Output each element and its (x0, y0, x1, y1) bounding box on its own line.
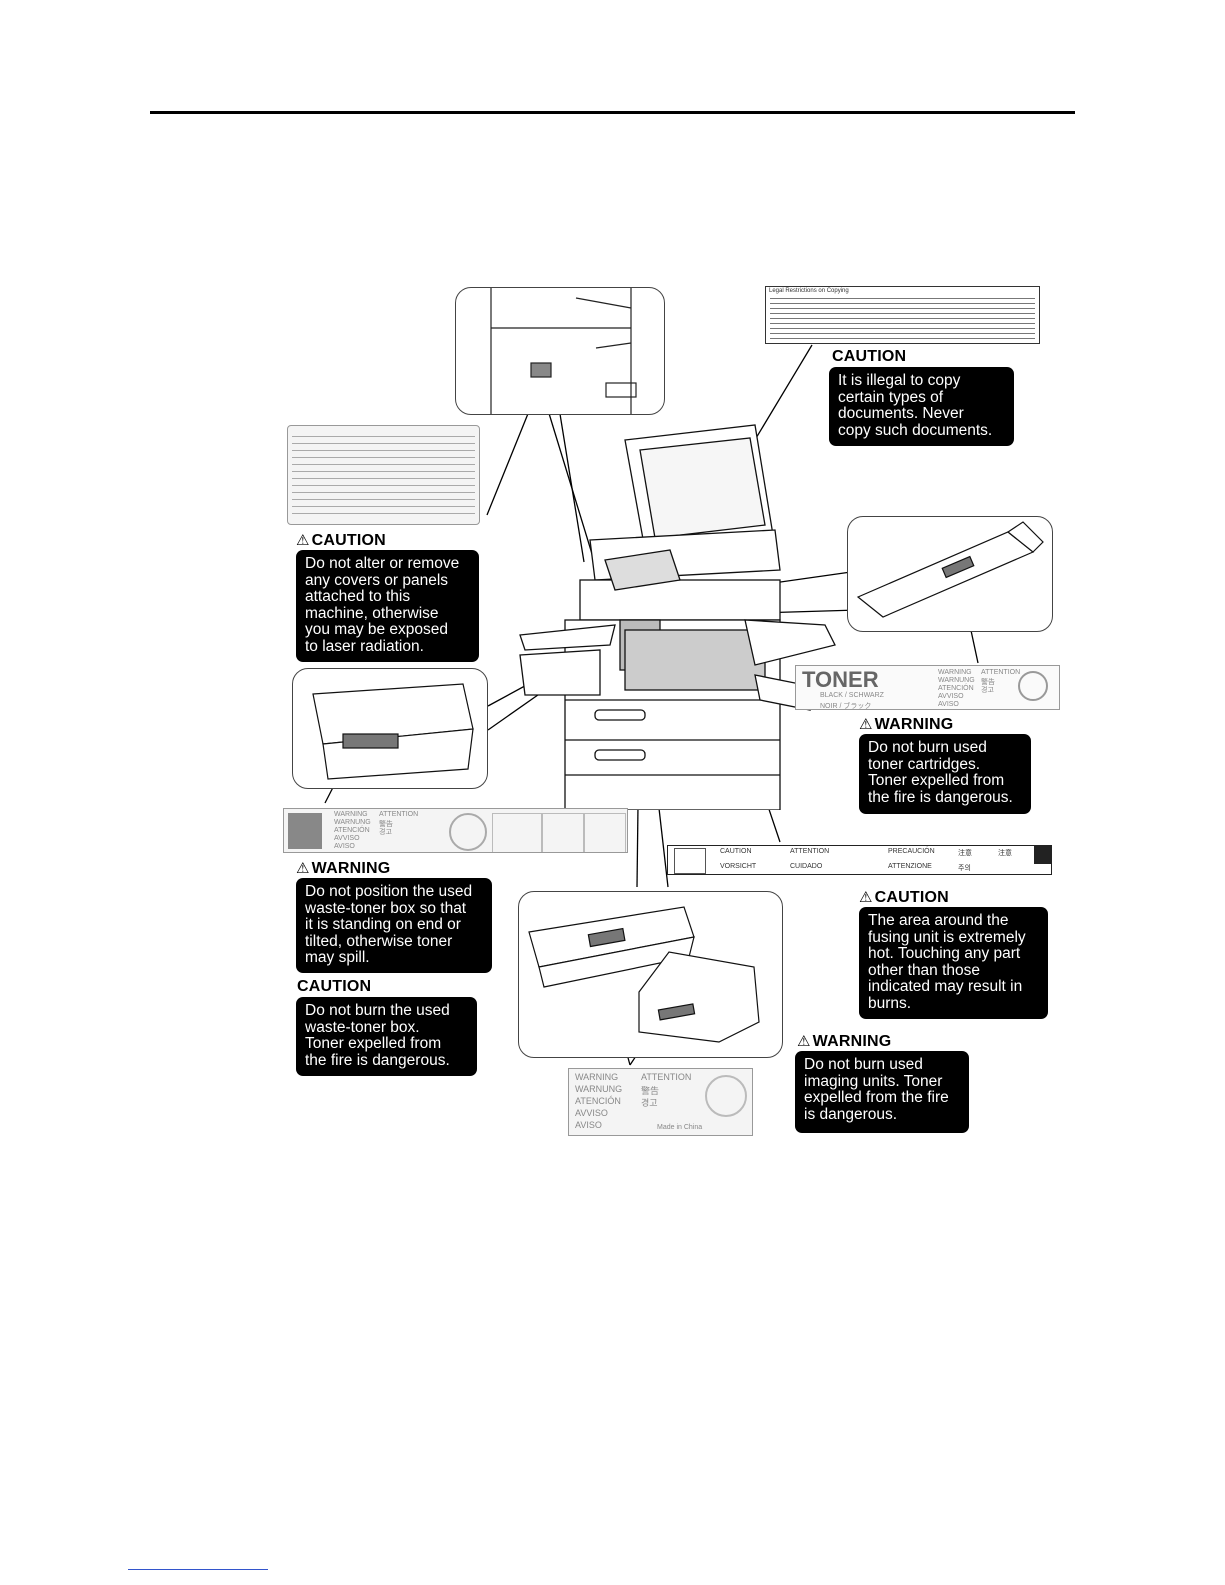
header-rule (150, 111, 1075, 114)
fusing-unit-label: CAUTION ATTENTION PRECAUCIÓN 注意 注意 VORSI… (667, 845, 1052, 875)
toner-label: TONER BLACK / SCHWARZ NOIR / ブラック WARNIN… (795, 665, 1060, 710)
no-fire-icon (1018, 671, 1048, 701)
laser-caution-heading: ⚠CAUTION (296, 532, 386, 549)
laser-warning-label (287, 425, 480, 525)
machine-illustration (519, 424, 836, 810)
waste-toner-label: WARNING WARNUNG ATENCIÓN AVVISO AVISO AT… (283, 808, 628, 853)
toner-cartridge-inset (847, 516, 1053, 632)
warning-triangle-icon: ⚠ (296, 860, 310, 877)
waste-toner-box-inset (292, 668, 488, 789)
warning-triangle-icon: ⚠ (859, 889, 873, 906)
copy-caution-heading: CAUTION (832, 348, 907, 365)
footer-link-underline (128, 1569, 268, 1570)
fusing-caution-heading: ⚠CAUTION (859, 889, 949, 906)
imaging-unit-inset (518, 891, 783, 1058)
toner-warning-heading: ⚠WARNING (859, 716, 954, 733)
warning-triangle-icon: ⚠ (797, 1033, 811, 1050)
imaging-warning-heading: ⚠WARNING (797, 1033, 892, 1050)
warning-triangle-icon: ⚠ (296, 532, 310, 549)
rear-panel-inset (455, 287, 665, 415)
legal-restrictions-label: Legal Restrictions on Copying (765, 286, 1040, 344)
warning-triangle-icon: ⚠ (859, 716, 873, 733)
waste-burn-caution-heading: CAUTION (297, 978, 372, 995)
waste-position-warning-heading: ⚠WARNING (296, 860, 391, 877)
imaging-unit-label: WARNING WARNUNG ATENCIÓN AVVISO AVISO AT… (568, 1068, 753, 1136)
